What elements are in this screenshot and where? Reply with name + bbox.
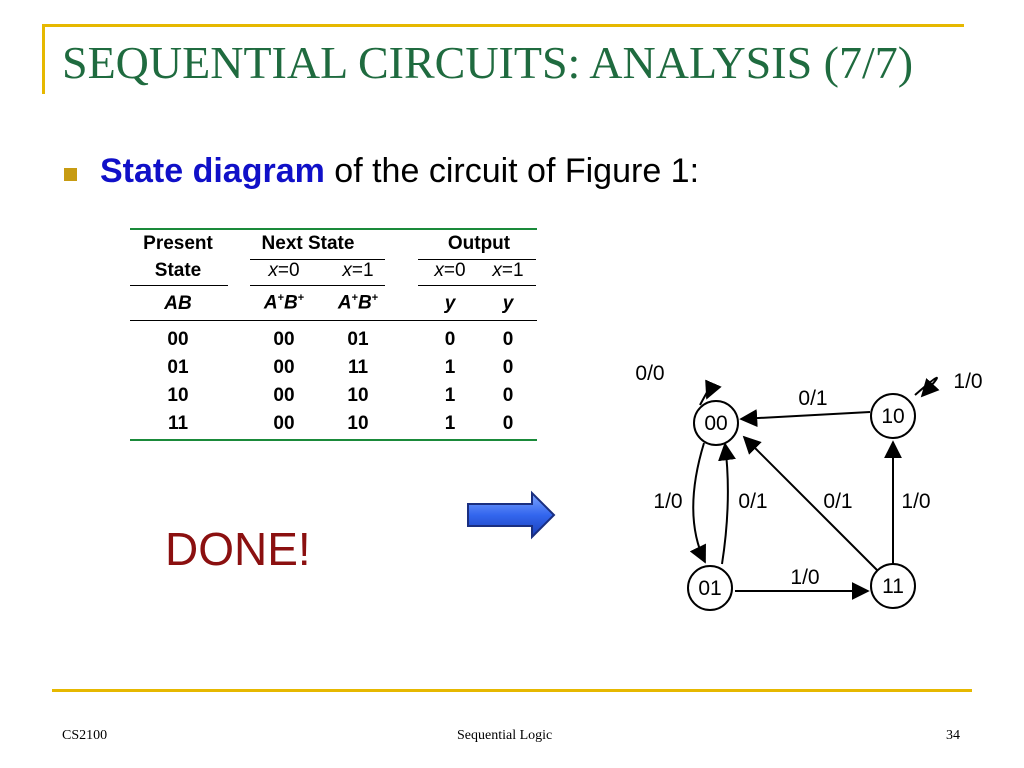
self-loop-10-edge bbox=[914, 376, 940, 398]
bullet-text: State diagram of the circuit of Figure 1… bbox=[100, 152, 699, 191]
state-label-00: 00 bbox=[704, 412, 727, 435]
row-2-next-x1: 10 bbox=[347, 385, 369, 406]
slide-title: SEQUENTIAL CIRCUITS: ANALYSIS (7/7) bbox=[62, 37, 914, 88]
edge-00-to-01 bbox=[689, 442, 706, 564]
next-state-underline bbox=[250, 259, 385, 260]
edge-label-00-01: 1/0 bbox=[653, 490, 682, 513]
header-ns-x1: x=1 bbox=[342, 260, 374, 281]
row-2-present: 10 bbox=[167, 385, 189, 406]
edge-10-to-00 bbox=[739, 409, 871, 428]
present-state-underline bbox=[130, 285, 228, 286]
right-arrow-icon bbox=[467, 490, 556, 540]
table-header-rule bbox=[130, 320, 537, 321]
edge-label-10-self: 1/0 bbox=[953, 370, 982, 393]
frame-top-line bbox=[42, 24, 964, 27]
row-1-y-x1: 0 bbox=[502, 357, 514, 378]
row-3-present: 11 bbox=[167, 413, 189, 434]
row-0-next-x1: 01 bbox=[347, 329, 369, 350]
output-underline bbox=[418, 259, 536, 260]
row-2-y-x1: 0 bbox=[502, 385, 514, 406]
edge-label-01-11: 1/0 bbox=[790, 566, 819, 589]
edge-label-11-10: 1/0 bbox=[901, 490, 930, 513]
edge-label-11-00: 0/1 bbox=[823, 490, 852, 513]
header-ab: AB bbox=[164, 293, 192, 314]
footer-topic: Sequential Logic bbox=[457, 728, 553, 743]
table-bottom-rule bbox=[130, 439, 537, 441]
header-out-x1: x=1 bbox=[492, 260, 524, 281]
header-output: Output bbox=[447, 233, 511, 254]
state-node-10 bbox=[870, 393, 916, 439]
header-out-x1-y: y bbox=[502, 293, 514, 314]
header-ns-x1-vars: A+B+ bbox=[337, 292, 379, 314]
header-state: State bbox=[154, 260, 202, 281]
header-ns-x0: x=0 bbox=[268, 260, 300, 281]
table-top-rule bbox=[130, 228, 537, 230]
frame-left-line bbox=[42, 24, 45, 94]
row-0-y-x1: 0 bbox=[502, 329, 514, 350]
bullet-square-icon bbox=[64, 168, 77, 181]
row-1-y-x0: 1 bbox=[444, 357, 456, 378]
footer-page-number: 34 bbox=[946, 728, 960, 743]
state-node-11 bbox=[870, 563, 916, 609]
row-0-present: 00 bbox=[167, 329, 189, 350]
state-label-01: 01 bbox=[698, 577, 721, 600]
bullet-highlight: State diagram bbox=[100, 152, 325, 190]
state-node-01 bbox=[687, 565, 733, 611]
row-3-next-x1: 10 bbox=[347, 413, 369, 434]
row-3-next-x0: 00 bbox=[273, 413, 295, 434]
header-ns-x0-vars: A+B+ bbox=[263, 292, 305, 314]
row-1-next-x0: 00 bbox=[273, 357, 295, 378]
row-3-y-x1: 0 bbox=[502, 413, 514, 434]
edge-label-01-00: 0/1 bbox=[738, 490, 767, 513]
header-out-x0: x=0 bbox=[434, 260, 466, 281]
state-node-00 bbox=[693, 400, 739, 446]
row-0-next-x0: 00 bbox=[273, 329, 295, 350]
state-diagram: 00 10 01 11 0/0 1/0 0/1 1/0 0/1 0/1 1/0 … bbox=[635, 362, 983, 611]
self-loop-00-edge bbox=[699, 379, 722, 406]
header-present: Present bbox=[143, 233, 213, 254]
state-table: Present State Next State Output x=0 x=1 … bbox=[130, 228, 537, 442]
row-2-y-x0: 1 bbox=[444, 385, 456, 406]
row-2-next-x0: 00 bbox=[273, 385, 295, 406]
header-out-x0-y: y bbox=[444, 293, 456, 314]
header-next-state: Next State bbox=[261, 233, 355, 254]
bullet-rest: of the circuit of Figure 1: bbox=[324, 152, 700, 190]
state-label-11: 11 bbox=[882, 575, 904, 598]
done-text: DONE! bbox=[165, 523, 311, 575]
row-3-y-x0: 1 bbox=[444, 413, 456, 434]
edge-01-to-00 bbox=[718, 442, 736, 565]
frame-bottom-line bbox=[52, 689, 972, 692]
row-0-y-x0: 0 bbox=[444, 329, 456, 350]
row-1-present: 01 bbox=[167, 357, 189, 378]
row-1-next-x1: 11 bbox=[347, 357, 369, 378]
footer-course: CS2100 bbox=[62, 728, 108, 743]
edge-11-to-00 bbox=[742, 435, 882, 575]
state-label-10: 10 bbox=[881, 405, 904, 428]
edge-label-00-self: 0/0 bbox=[635, 362, 664, 385]
edge-label-10-00: 0/1 bbox=[798, 387, 827, 410]
ns-x-underline bbox=[250, 285, 385, 286]
out-x-underline bbox=[418, 285, 536, 286]
